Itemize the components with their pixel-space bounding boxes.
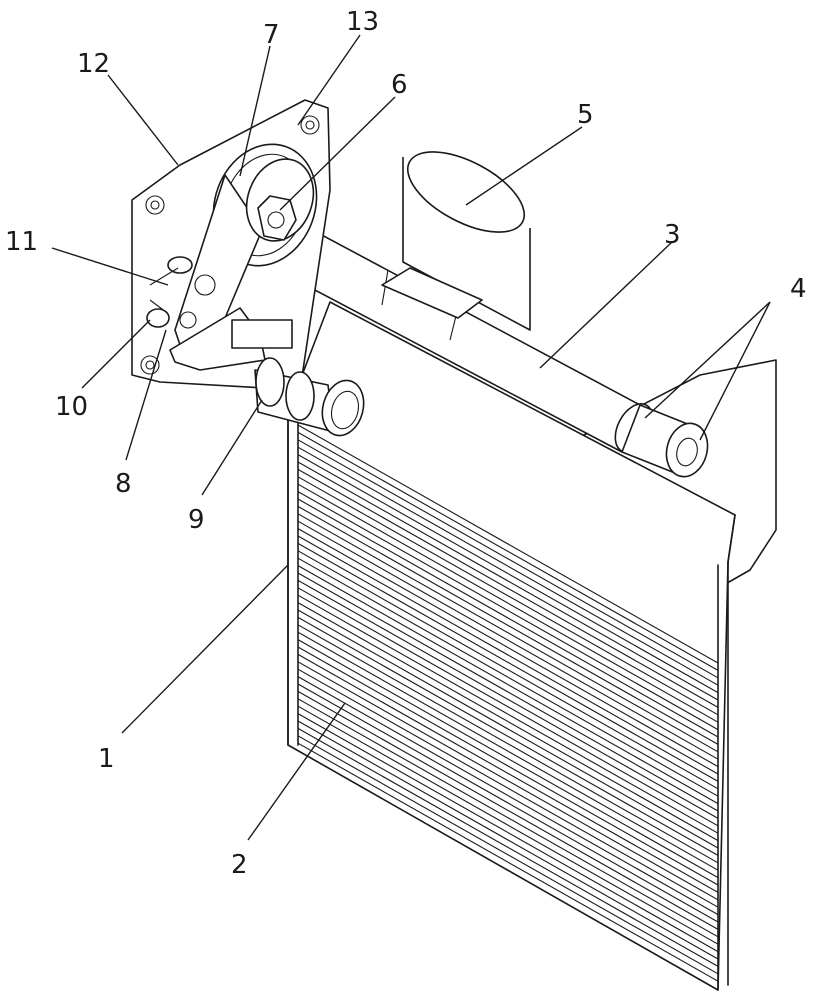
leader-11 (51, 247, 169, 286)
part-6-hex-nut (257, 195, 297, 241)
curtain-slat-line (297, 713, 719, 953)
curtain-slat-line (297, 646, 719, 886)
curtain-slat-line (297, 631, 719, 871)
curtain-slat-line (297, 557, 719, 797)
leader-6 (279, 96, 396, 211)
callout-13: 13 (346, 7, 379, 37)
curtain-slat-line (297, 735, 719, 975)
leader-1 (121, 564, 289, 734)
part-5-vertical-cylinder (402, 151, 531, 331)
leader-3 (539, 241, 673, 369)
curtain-slat-line (297, 424, 719, 664)
part-9-coupling (254, 357, 365, 437)
curtain-slat-line (297, 698, 719, 938)
curtain-slat-line (297, 565, 719, 805)
curtain-slat-line (297, 535, 719, 775)
callout-2: 2 (231, 850, 248, 880)
leader-7 (239, 45, 271, 177)
callout-10: 10 (55, 392, 88, 422)
callout-1: 1 (98, 744, 115, 774)
curtain-slat-line (297, 439, 719, 679)
part-2-shutter-curtain (287, 301, 736, 991)
leader-2 (247, 702, 346, 841)
curtain-slat-line (297, 454, 719, 694)
curtain-slats (297, 424, 719, 982)
curtain-slat-line (297, 587, 719, 827)
curtain-slat-line (297, 727, 719, 967)
callout-5: 5 (577, 100, 594, 130)
curtain-slat-line (297, 505, 719, 745)
curtain-slat-line (297, 542, 719, 782)
leader-12 (107, 74, 179, 166)
callout-12: 12 (77, 49, 110, 79)
curtain-slat-line (297, 690, 719, 930)
curtain-slat-line (297, 653, 719, 893)
curtain-slat-line (297, 520, 719, 760)
leader-9 (201, 399, 263, 496)
curtain-slat-line (297, 572, 719, 812)
callout-4: 4 (790, 274, 807, 304)
curtain-slat-line (297, 661, 719, 901)
curtain-slat-line (297, 676, 719, 916)
leader-4b (699, 301, 771, 441)
curtain-slat-line (297, 639, 719, 879)
callout-11: 11 (5, 227, 38, 257)
curtain-slat-line (297, 446, 719, 686)
part-8-bearing-block (169, 307, 293, 371)
curtain-slat-line (297, 683, 719, 923)
callout-8: 8 (115, 469, 132, 499)
leader-10 (81, 319, 151, 389)
curtain-slat-line (297, 461, 719, 701)
curtain-slat-line (297, 705, 719, 945)
leader-13 (297, 34, 361, 126)
curtain-slat-line (297, 550, 719, 790)
callout-3: 3 (664, 220, 681, 250)
curtain-slat-line (297, 483, 719, 723)
curtain-slat-line (297, 609, 719, 849)
curtain-slat-line (297, 720, 719, 960)
callout-7: 7 (263, 20, 280, 50)
part-10-spring-clip (146, 299, 170, 328)
curtain-slat-line (297, 491, 719, 731)
curtain-slat-line (297, 668, 719, 908)
curtain-slat-line (297, 431, 719, 671)
curtain-slat-line (297, 624, 719, 864)
curtain-slat-line (297, 616, 719, 856)
callout-6: 6 (391, 70, 408, 100)
curtain-slat-line (297, 468, 719, 708)
leader-4a (644, 301, 771, 419)
curtain-slat-line (297, 476, 719, 716)
part-4-shaft-end-tube (621, 404, 709, 478)
curtain-slat-line (297, 602, 719, 842)
part-11-tension-element (149, 256, 193, 286)
callout-9: 9 (188, 505, 205, 535)
curtain-slat-line (297, 498, 719, 738)
curtain-slat-line (297, 513, 719, 753)
leader-8 (125, 329, 167, 461)
callout-labels: 1 2 3 4 5 6 7 8 9 10 11 12 13 (5, 7, 807, 880)
curtain-slat-line (297, 579, 719, 819)
curtain-slat-line (297, 594, 719, 834)
curtain-slat-line (297, 742, 719, 982)
curtain-slat-line (297, 528, 719, 768)
leader-lines (51, 34, 771, 841)
leader-5 (465, 126, 583, 206)
